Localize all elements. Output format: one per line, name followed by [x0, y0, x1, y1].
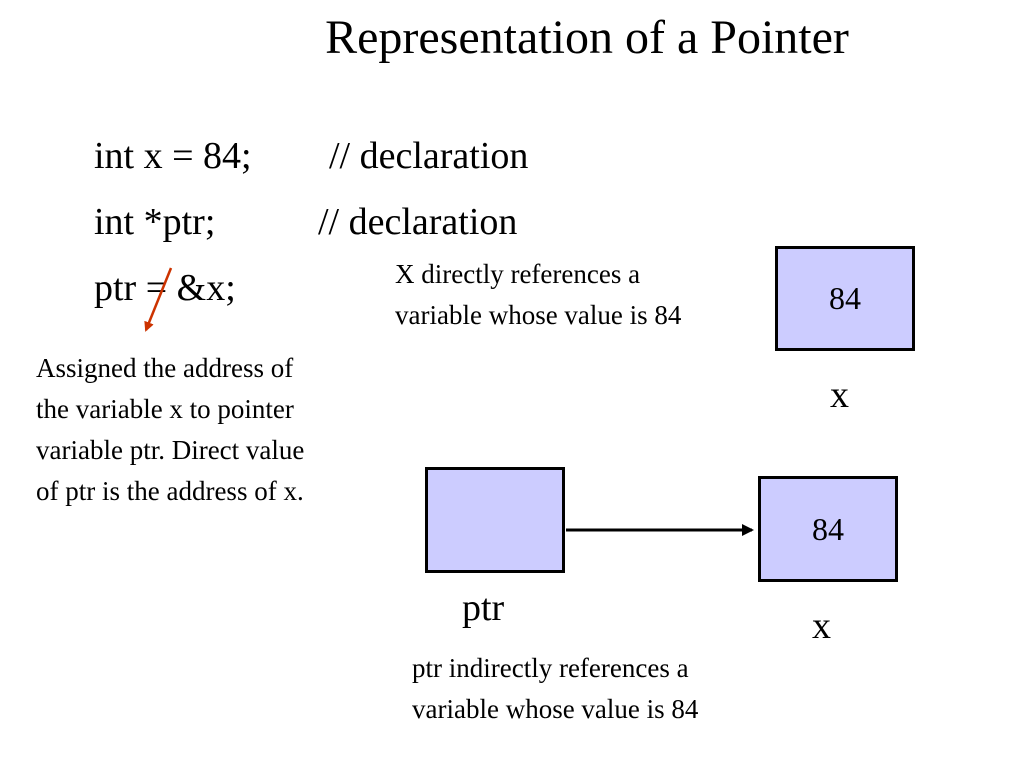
note-line: variable whose value is 84: [395, 300, 682, 330]
ptr-variable-label: ptr: [462, 587, 505, 629]
x-variable-label: x: [830, 374, 849, 416]
code-line-2: int *ptr; // declaration: [75, 156, 517, 244]
code-statement: ptr = &x;: [94, 267, 236, 309]
box-value: 84: [829, 280, 861, 316]
slide-title: Representation of a Pointer: [325, 11, 849, 64]
note-line: variable whose value is 84: [412, 694, 699, 724]
note-line: variable ptr. Direct value: [36, 435, 305, 465]
direct-reference-note: X directly references a variable whose v…: [395, 254, 681, 336]
code-comment: // declaration: [329, 135, 529, 177]
target-variable-box: 84: [758, 476, 898, 582]
ptr-variable-box: [425, 467, 565, 573]
x-variable-box: 84: [775, 246, 915, 351]
note-line: X directly references a: [395, 259, 641, 289]
code-line-1: int x = 84; // declaration: [75, 90, 528, 178]
note-line: the variable x to pointer: [36, 394, 294, 424]
code-statement: int *ptr;: [94, 201, 216, 243]
assigned-note: Assigned the address of the variable x t…: [36, 348, 304, 512]
box-value: 84: [812, 510, 844, 547]
code-line-3: ptr = &x;: [75, 222, 236, 310]
note-line: Assigned the address of: [36, 353, 294, 383]
code-comment: // declaration: [318, 201, 518, 243]
target-variable-label: x: [812, 605, 831, 647]
indirect-reference-note: ptr indirectly references a variable who…: [412, 648, 698, 730]
annotation-arrow: [144, 267, 173, 332]
code-statement: int x = 84;: [94, 135, 252, 177]
note-line: of ptr is the address of x.: [36, 476, 304, 506]
note-line: ptr indirectly references a: [412, 653, 689, 683]
